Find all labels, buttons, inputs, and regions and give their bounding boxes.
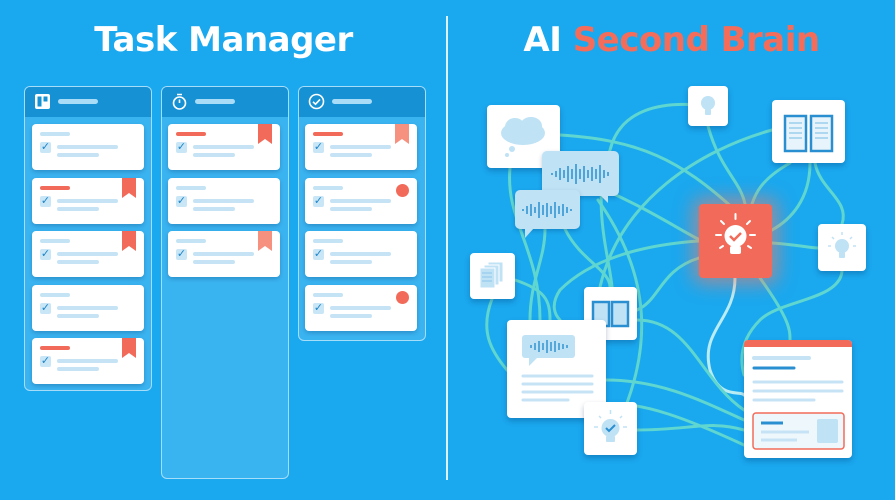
voice-note-icon [521,335,594,402]
task-card[interactable]: ✓ [32,124,144,170]
web-page-node[interactable] [744,340,852,458]
bookmark-icon [258,124,272,144]
checkbox-checked-icon[interactable]: ✓ [313,194,324,207]
bookmark-icon [258,231,272,251]
open-book-icon [783,114,834,153]
lightbulb-check-icon [715,213,756,254]
priority-dot-icon [396,291,409,304]
board-icon [35,94,50,109]
task-card[interactable]: ✓ [32,178,144,224]
documents-stack-icon [479,261,504,289]
lightbulb-icon [828,232,856,258]
task-card[interactable]: ✓ [305,178,417,224]
idea-check-node[interactable] [584,402,637,455]
task-card[interactable]: ✓ [305,124,417,170]
title-prefix: AI [523,20,562,60]
voice-message-node[interactable] [542,151,619,203]
voice-message-node[interactable] [515,190,580,238]
book-node[interactable] [772,100,845,163]
audio-waveform-icon [551,164,609,203]
title-highlight: Second Brain [572,20,820,60]
checkbox-checked-icon[interactable]: ✓ [313,301,324,314]
bookmark-icon [395,124,409,144]
checkbox-checked-icon[interactable]: ✓ [40,140,51,153]
task-card[interactable]: ✓ [168,178,280,224]
column-title-placeholder [195,99,235,104]
note-document-node[interactable] [507,320,606,418]
checkbox-checked-icon[interactable]: ✓ [40,247,51,260]
task-card[interactable]: ✓ [305,231,417,277]
lightbulb-check-icon [594,410,627,442]
task-card[interactable]: ✓ [168,124,280,170]
audio-waveform-icon [522,202,572,238]
checkbox-checked-icon[interactable]: ✓ [176,140,187,153]
column-header [25,87,151,117]
idea-bulb-node[interactable] [818,224,866,271]
column-header [299,87,425,117]
column-title-placeholder [58,99,98,104]
checkbox-checked-icon[interactable]: ✓ [176,194,187,207]
check-circle-icon [308,93,325,110]
task-card[interactable]: ✓ [32,338,144,384]
web-page-icon [744,340,852,450]
checkbox-checked-icon[interactable]: ✓ [40,354,51,367]
bookmark-icon [122,231,136,251]
column-title-placeholder [332,99,372,104]
bookmark-icon [122,178,136,198]
task-card[interactable]: ✓ [32,231,144,277]
task-card[interactable]: ✓ [168,231,280,277]
central-idea-node[interactable] [699,204,772,278]
checkbox-checked-icon[interactable]: ✓ [40,194,51,207]
stopwatch-icon [172,93,187,110]
checkbox-checked-icon[interactable]: ✓ [40,301,51,314]
task-manager-title: Task Manager [94,20,353,60]
task-card[interactable]: ✓ [32,285,144,331]
documents-node[interactable] [470,253,515,299]
divider [446,16,448,480]
checkbox-checked-icon[interactable]: ✓ [313,247,324,260]
column-header [162,87,288,117]
lightbulb-icon [701,96,715,115]
ai-second-brain-title: AI Second Brain [448,20,895,60]
task-card[interactable]: ✓ [305,285,417,331]
checkbox-checked-icon[interactable]: ✓ [176,247,187,260]
checkbox-checked-icon[interactable]: ✓ [313,140,324,153]
idea-bulb-node[interactable] [688,86,728,126]
bookmark-icon [122,338,136,358]
priority-dot-icon [396,184,409,197]
thought-cloud-icon [501,117,545,157]
